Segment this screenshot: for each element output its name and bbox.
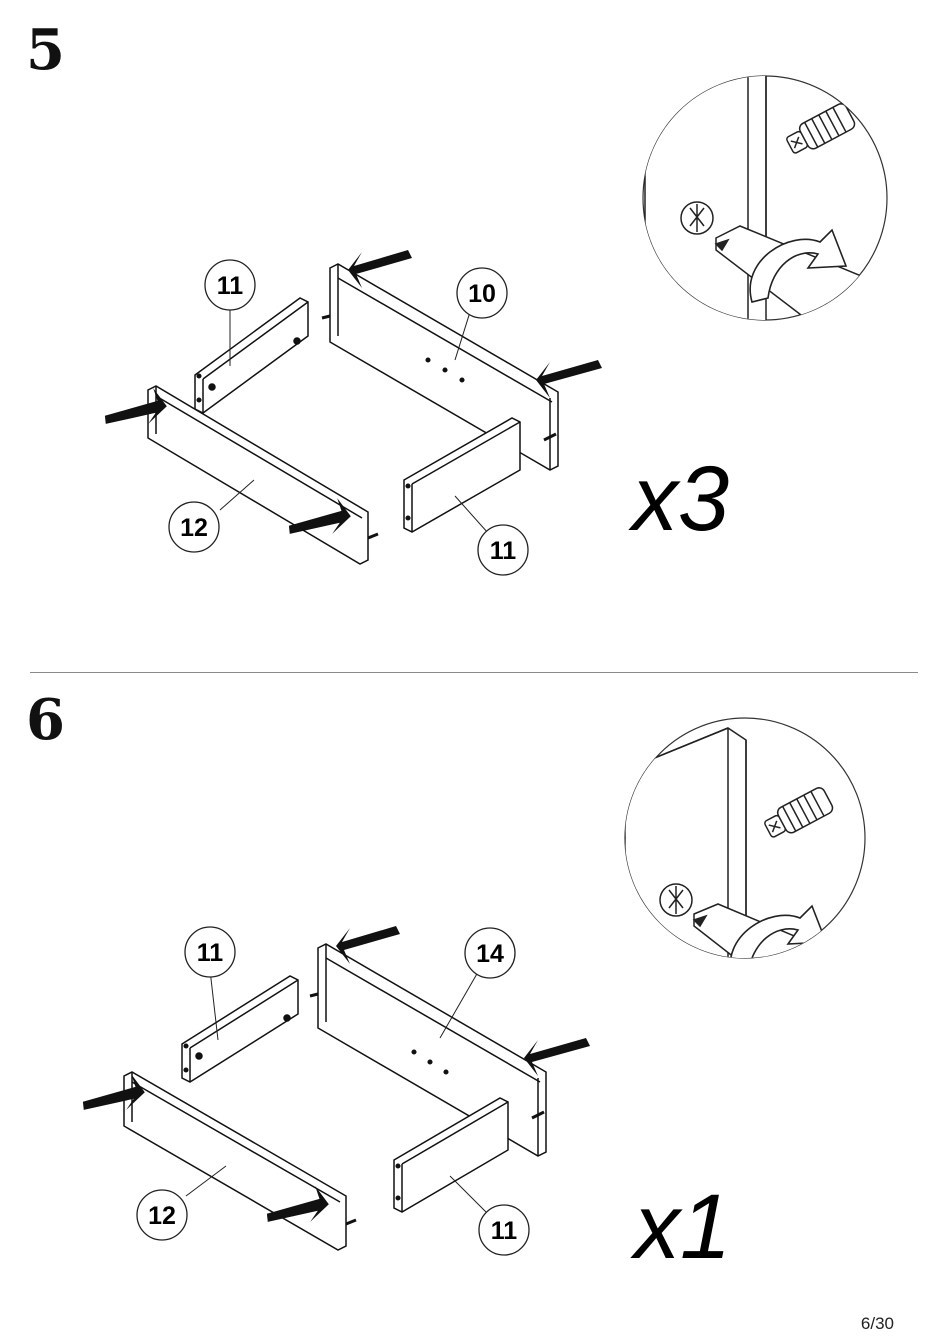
cam-lock-screwdriver-detail-icon xyxy=(625,718,880,1048)
part-label-12: 12 xyxy=(148,1202,176,1230)
part-label-12: 12 xyxy=(180,514,208,542)
part-14-back-panel xyxy=(310,944,546,1156)
page-number: 6/30 xyxy=(861,1314,894,1334)
part-11-back-side xyxy=(182,976,298,1082)
part-11-back-side xyxy=(195,298,308,413)
part-11-front-side xyxy=(404,418,520,532)
part-11-front-side xyxy=(394,1098,508,1212)
quantity-label: x3 xyxy=(628,448,729,550)
step-6-figure: 11 14 12 11 x1 xyxy=(0,700,950,1320)
section-divider xyxy=(30,672,918,673)
part-label-11-back: 11 xyxy=(217,272,244,300)
cam-lock-screwdriver-detail-icon xyxy=(643,58,900,368)
step-5-drawing: 11 10 12 11 x3 xyxy=(0,30,950,650)
quantity-label: x1 xyxy=(630,1176,731,1278)
step-6-drawing: 11 14 12 11 x1 xyxy=(0,700,950,1320)
part-label-11-front: 11 xyxy=(490,537,517,565)
part-10-back-panel xyxy=(322,264,558,470)
part-label-14: 14 xyxy=(476,940,504,968)
part-label-11-back: 11 xyxy=(197,939,224,967)
step-5-figure: 11 10 12 11 x3 xyxy=(0,30,950,650)
part-label-11-front: 11 xyxy=(491,1217,518,1245)
part-label-10: 10 xyxy=(468,280,496,308)
